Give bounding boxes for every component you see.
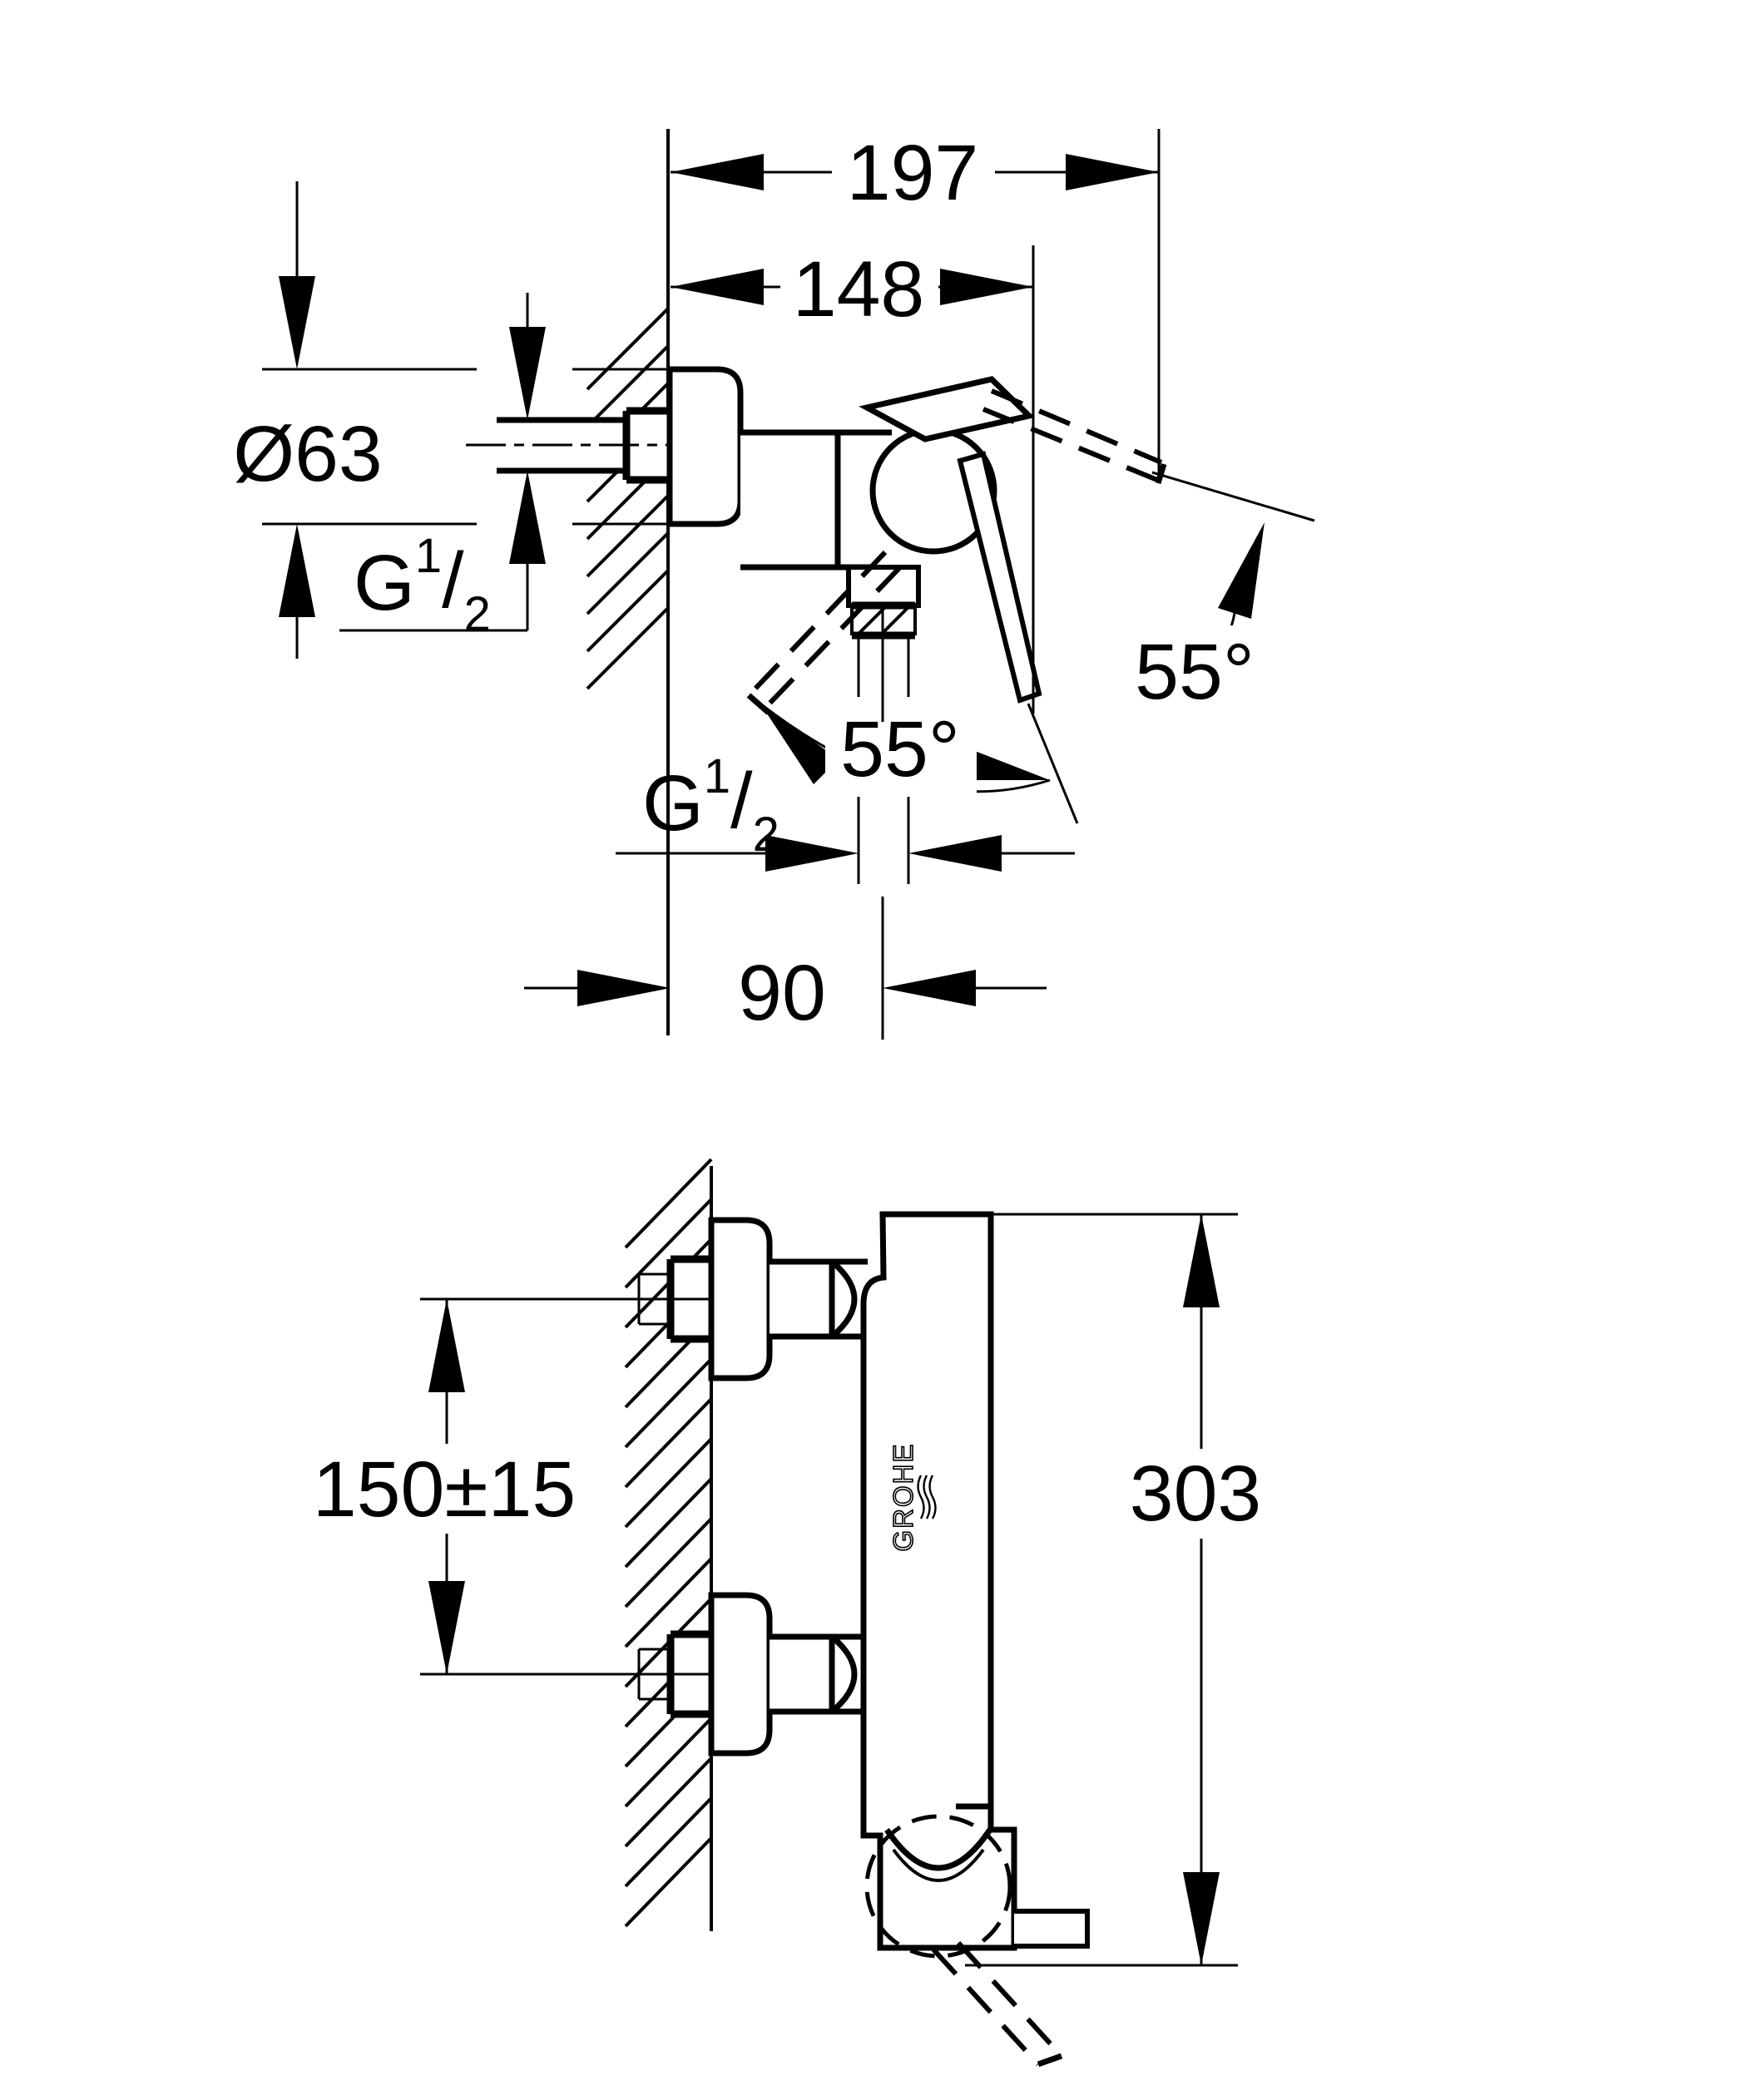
dim-label-150: 150±15 (313, 1445, 576, 1534)
hand-shower-cone-dashed (864, 1814, 1012, 1959)
dim-label-303: 303 (1130, 1450, 1262, 1538)
side-view: GROHE 150±15 303 (309, 1158, 1279, 2068)
escutcheon-top-view (666, 366, 744, 527)
dim-label-angle-up: 55° (1135, 628, 1255, 716)
dimension-inlet-thread: G1/2 (339, 293, 546, 641)
label-inlet-thread: G1/2 (354, 529, 491, 641)
outlet-extension-lines (857, 604, 910, 1040)
dim-label-angle-down: 55° (840, 705, 960, 793)
dimension-dia63: Ø63 (233, 181, 670, 659)
mixer-body-side (860, 1211, 1017, 1951)
valve-body (740, 427, 997, 571)
lever-swing-up-dashed (982, 388, 1315, 522)
lever-handle (859, 376, 1042, 704)
dim-label-dia63: Ø63 (233, 410, 383, 498)
inlet-pipe (466, 407, 681, 484)
dimension-303: 303 (965, 1213, 1279, 1967)
label-outlet-thread: G1/2 (642, 749, 779, 862)
dimension-outlet-thread: G1/2 (616, 749, 1075, 872)
dimension-148: 148 (671, 243, 1035, 714)
dimension-150: 150±15 (309, 1297, 712, 1676)
dimension-angle-up: 55° (1111, 522, 1278, 717)
top-view: 197 148 Ø63 (233, 126, 1315, 1040)
hose-outlet (864, 1814, 1090, 1959)
upper-union (637, 1217, 868, 1381)
shower-hose-dashed (931, 1940, 1064, 2068)
dim-label-90: 90 (738, 949, 826, 1037)
dim-label-197: 197 (847, 129, 979, 217)
dim-label-148: 148 (793, 245, 925, 334)
dimension-90: 90 (524, 949, 1047, 1037)
brand-logo-text: GROHE (888, 1442, 918, 1551)
brand-logo: GROHE (887, 1442, 937, 1552)
dimension-197: 197 (666, 126, 1161, 475)
dimension-angle-down: 55° (760, 702, 1051, 795)
